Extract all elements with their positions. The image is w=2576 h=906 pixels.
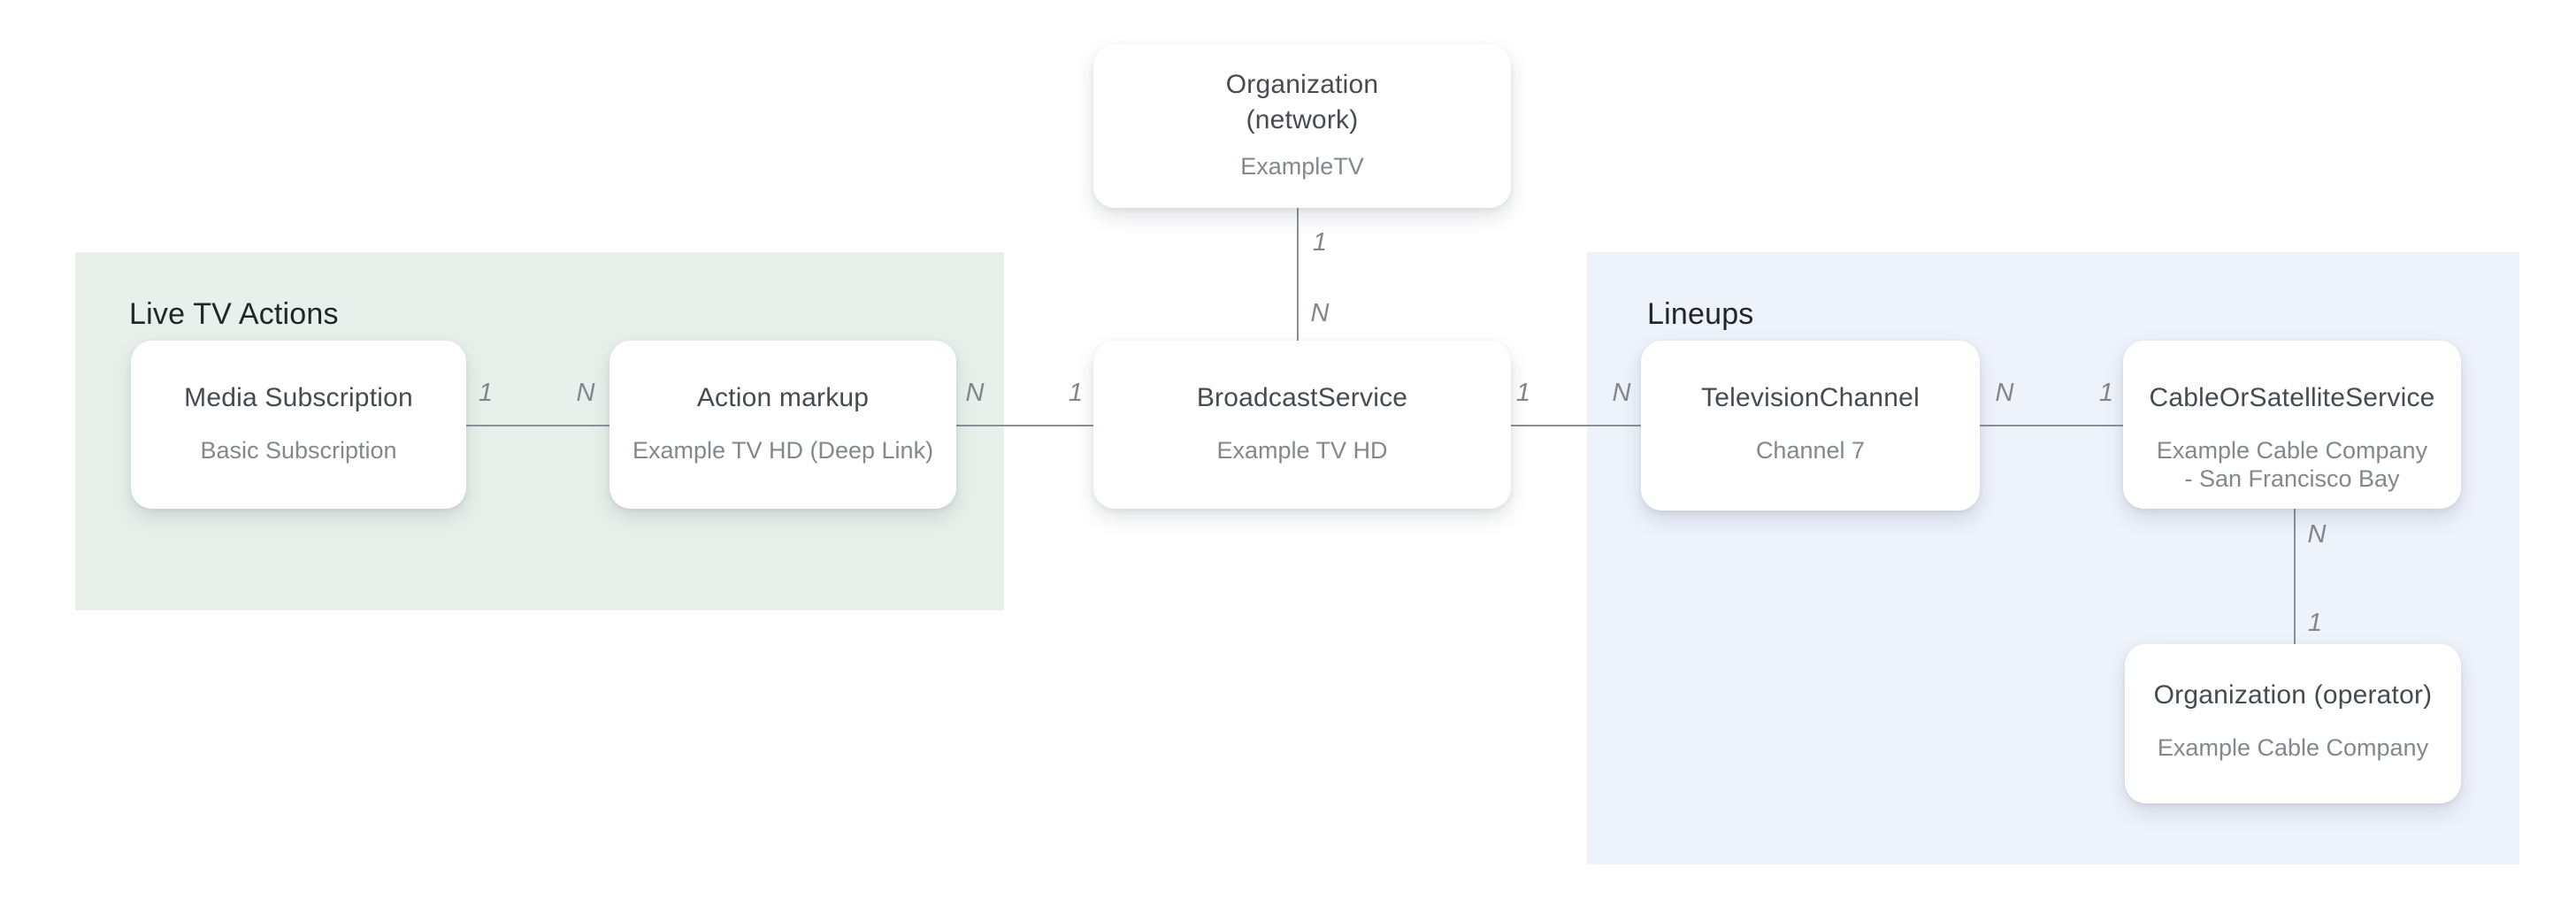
node-title: Organization (operator) [2153, 680, 2433, 710]
node-action-markup: Action markup Example TV HD (Deep Link) [610, 341, 956, 509]
cardinality-label: 1 [2098, 379, 2114, 407]
cardinality-label: 1 [478, 379, 494, 407]
connector-broadcast-service-television-channel [1511, 425, 1641, 426]
cardinality-label: N [1995, 379, 2014, 407]
node-broadcast-service: BroadcastService Example TV HD [1093, 341, 1511, 509]
node-subtitle: Example Cable Company - San Francisco Ba… [2156, 437, 2428, 492]
cardinality-label: 1 [2307, 609, 2323, 637]
cardinality-label: N [965, 379, 985, 407]
node-subtitle: Basic Subscription [200, 437, 397, 464]
node-title: BroadcastService [1196, 383, 1408, 412]
node-organization-operator: Organization (operator) Example Cable Co… [2125, 644, 2461, 803]
node-title: Action markup [696, 383, 870, 412]
cardinality-label: 1 [1312, 228, 1328, 257]
node-title: CableOrSatelliteService [2149, 383, 2435, 412]
node-television-channel: TelevisionChannel Channel 7 [1641, 341, 1980, 511]
node-subtitle: Channel 7 [1755, 437, 1866, 464]
cardinality-label: 1 [1515, 379, 1531, 407]
cardinality-label: N [1612, 379, 1631, 407]
cardinality-label: N [2307, 520, 2327, 549]
node-title: Media Subscription [184, 383, 413, 412]
node-subtitle: Example Cable Company [2157, 734, 2429, 761]
node-subtitle: Example TV HD (Deep Link) [632, 437, 934, 464]
connector-television-channel-cable-or-satellite-service [1980, 425, 2123, 426]
connector-action-markup-broadcast-service [956, 425, 1093, 426]
node-media-subscription: Media Subscription Basic Subscription [131, 341, 466, 509]
node-title: Organization (network) [1225, 70, 1379, 134]
cardinality-label: N [576, 379, 595, 407]
cardinality-label: N [1310, 299, 1330, 327]
node-title: TelevisionChannel [1701, 383, 1920, 412]
node-subtitle: ExampleTV [1240, 153, 1364, 180]
node-organization-network: Organization (network) ExampleTV [1093, 44, 1511, 208]
connector-media-subscription-action-markup [466, 425, 610, 426]
connector-cable-or-satellite-service-org-operator [2294, 509, 2296, 644]
cardinality-label: 1 [1068, 379, 1084, 407]
lineups-group-label: Lineups [1647, 297, 1754, 332]
connector-org-network-broadcast-service [1297, 208, 1299, 341]
live-tv-actions-group-label: Live TV Actions [129, 297, 339, 332]
node-cable-or-satellite-service: CableOrSatelliteService Example Cable Co… [2123, 341, 2461, 509]
node-subtitle: Example TV HD [1216, 437, 1388, 464]
